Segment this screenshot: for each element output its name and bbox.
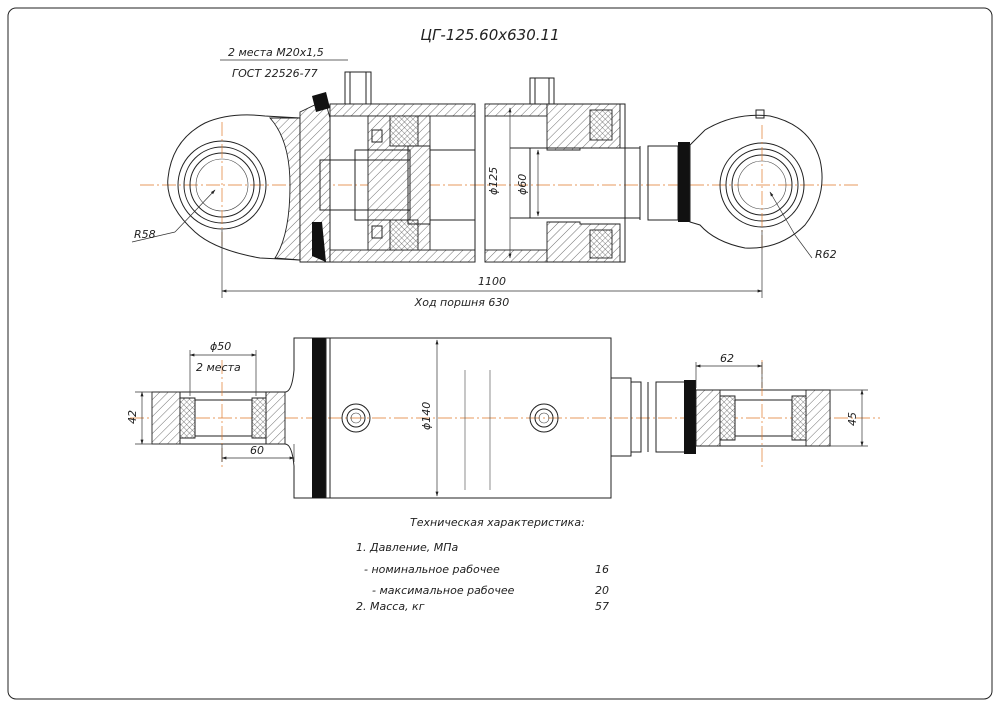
thread-note: 2 места М20х1,5 [228, 46, 324, 59]
spec-mass-label: 2. Масса, кг [356, 600, 425, 613]
left-eye-housing [167, 114, 301, 261]
right-offset-dim: 62 [720, 352, 734, 365]
radius-left: R58 [134, 228, 156, 241]
radius-right: R62 [815, 248, 837, 261]
top-section-view: ϕ125 ϕ60 R58 R62 1100 Ход поршня 630 [131, 71, 860, 309]
bore-dim: ϕ125 [487, 167, 500, 195]
rod-dim: ϕ60 [516, 174, 529, 195]
drawing-title: ЦГ-125.60х630.11 [420, 26, 559, 44]
spec-max-value: 20 [595, 584, 609, 597]
stroke-length: Ход поршня 630 [414, 296, 510, 309]
specifications-block: Техническая характеристика: 1. Давление,… [356, 516, 609, 613]
spec-pressure-label: 1. Давление, МПа [356, 541, 458, 554]
standard-note: ГОСТ 22526-77 [232, 67, 318, 80]
sheet-frame [7, 7, 993, 700]
port-left [341, 403, 371, 433]
cylinder-outer-dim: ϕ140 [420, 402, 433, 430]
port-boss-right [529, 77, 555, 105]
pin-diameter-dim: ϕ50 [210, 340, 231, 353]
spec-heading: Техническая характеристика: [410, 516, 585, 529]
spec-mass-value: 57 [595, 600, 609, 613]
right-width-dim: 45 [846, 412, 859, 426]
spec-nominal-value: 16 [595, 563, 609, 576]
spec-nominal-label: - номинальное рабочее [364, 563, 500, 576]
port-right [529, 403, 559, 433]
bottom-side-view: ϕ140 ϕ50 2 места 42 60 6 [126, 337, 880, 499]
left-offset-dim: 60 [250, 444, 264, 457]
pin-places-note: 2 места [196, 361, 241, 374]
overall-length: 1100 [478, 275, 506, 288]
right-eye-housing [689, 114, 823, 249]
left-width-dim: 42 [126, 410, 139, 424]
port-boss-left [344, 71, 372, 105]
spec-max-label: - максимальное рабочее [372, 584, 515, 597]
rod [529, 147, 641, 219]
